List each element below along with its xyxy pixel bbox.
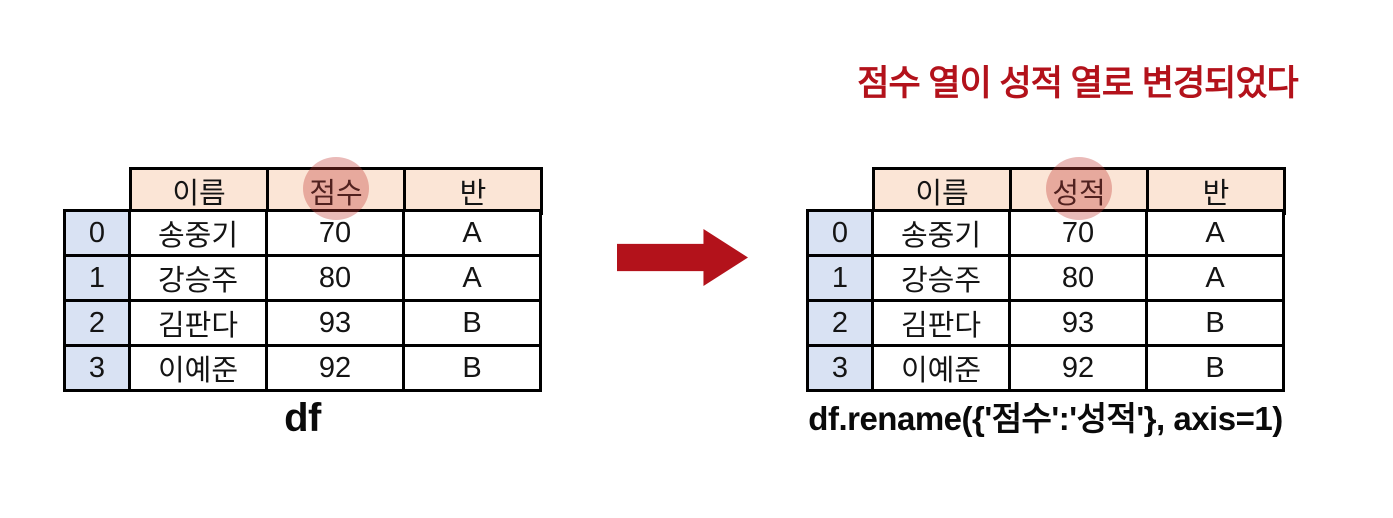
slide-title: 점수 열이 성적 열로 변경되었다 [857, 64, 1299, 103]
table-cell: 92 [1008, 344, 1148, 392]
table-cell: 80 [1008, 254, 1148, 302]
row-index-cell: 0 [63, 209, 131, 257]
table-cell: A [1145, 254, 1285, 302]
caption-df: df [284, 396, 321, 440]
table-cell: 강승주 [871, 254, 1011, 302]
row-index-cell: 1 [63, 254, 131, 302]
table-cell: 김판다 [871, 299, 1011, 347]
right-arrow-icon [617, 229, 748, 286]
table-cell: 송중기 [128, 209, 268, 257]
table-cell: 송중기 [871, 209, 1011, 257]
column-header: 이름 [129, 167, 269, 215]
row-index-cell: 3 [806, 344, 874, 392]
row-index-cell: 3 [63, 344, 131, 392]
table-cell: 이예준 [871, 344, 1011, 392]
table-cell: 70 [265, 209, 405, 257]
row-index-cell: 1 [806, 254, 874, 302]
row-index-cell: 0 [806, 209, 874, 257]
column-header-highlighted: 성적 [1009, 167, 1149, 215]
table-cell: 92 [265, 344, 405, 392]
column-header-highlighted: 점수 [266, 167, 406, 215]
caption-rename-code: df.rename({'점수':'성적'}, axis=1) [808, 400, 1283, 437]
table-cell: 이예준 [128, 344, 268, 392]
table-cell: A [402, 209, 542, 257]
table-cell: 93 [1008, 299, 1148, 347]
row-index-cell: 2 [63, 299, 131, 347]
table-cell: B [1145, 344, 1285, 392]
column-header: 이름 [872, 167, 1012, 215]
table-cell: B [402, 344, 542, 392]
column-header: 반 [1146, 167, 1286, 215]
table-cell: B [402, 299, 542, 347]
table-cell: A [402, 254, 542, 302]
table-cell: 70 [1008, 209, 1148, 257]
table-cell: 80 [265, 254, 405, 302]
table-cell: B [1145, 299, 1285, 347]
table-cell: 강승주 [128, 254, 268, 302]
table-cell: A [1145, 209, 1285, 257]
table-cell: 93 [265, 299, 405, 347]
table-cell: 김판다 [128, 299, 268, 347]
row-index-cell: 2 [806, 299, 874, 347]
column-header: 반 [403, 167, 543, 215]
